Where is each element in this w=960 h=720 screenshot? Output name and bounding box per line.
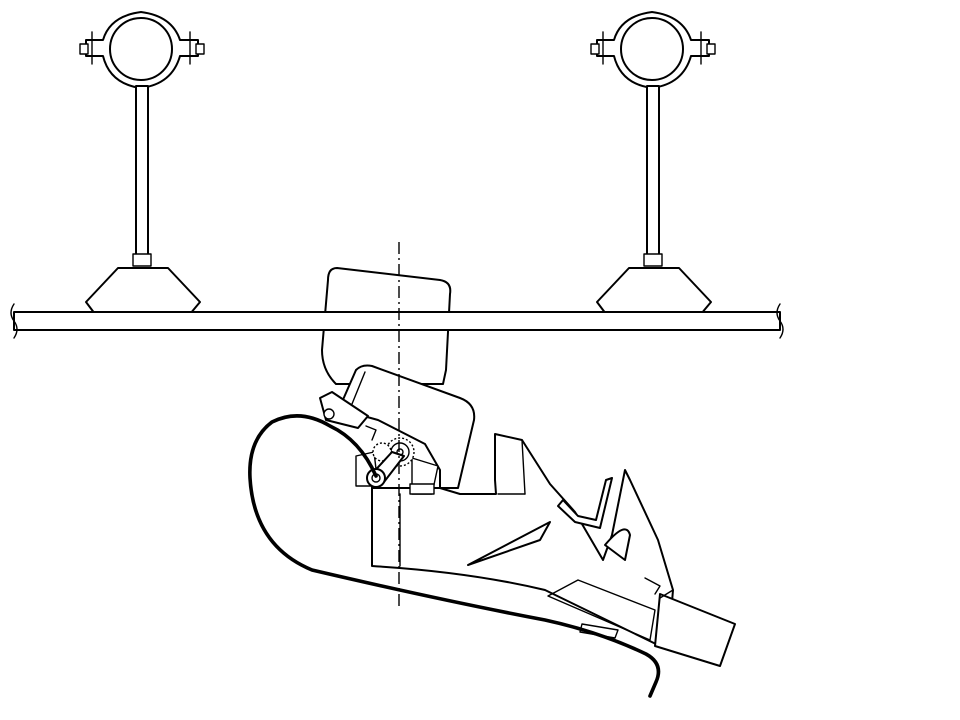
hanger-rod-left <box>132 85 152 267</box>
overhead-rail <box>10 303 784 339</box>
shoe-carrier <box>371 433 736 667</box>
trolley-housing <box>319 364 476 495</box>
pipe-clamp-left <box>79 11 205 89</box>
rail-base-right <box>596 267 712 315</box>
shoe-sole-cable <box>248 414 661 698</box>
gear-mechanism <box>365 425 415 488</box>
rail-base-left <box>85 267 201 315</box>
hanger-rod-right <box>643 85 663 267</box>
pipe-clamp-right <box>590 11 716 89</box>
